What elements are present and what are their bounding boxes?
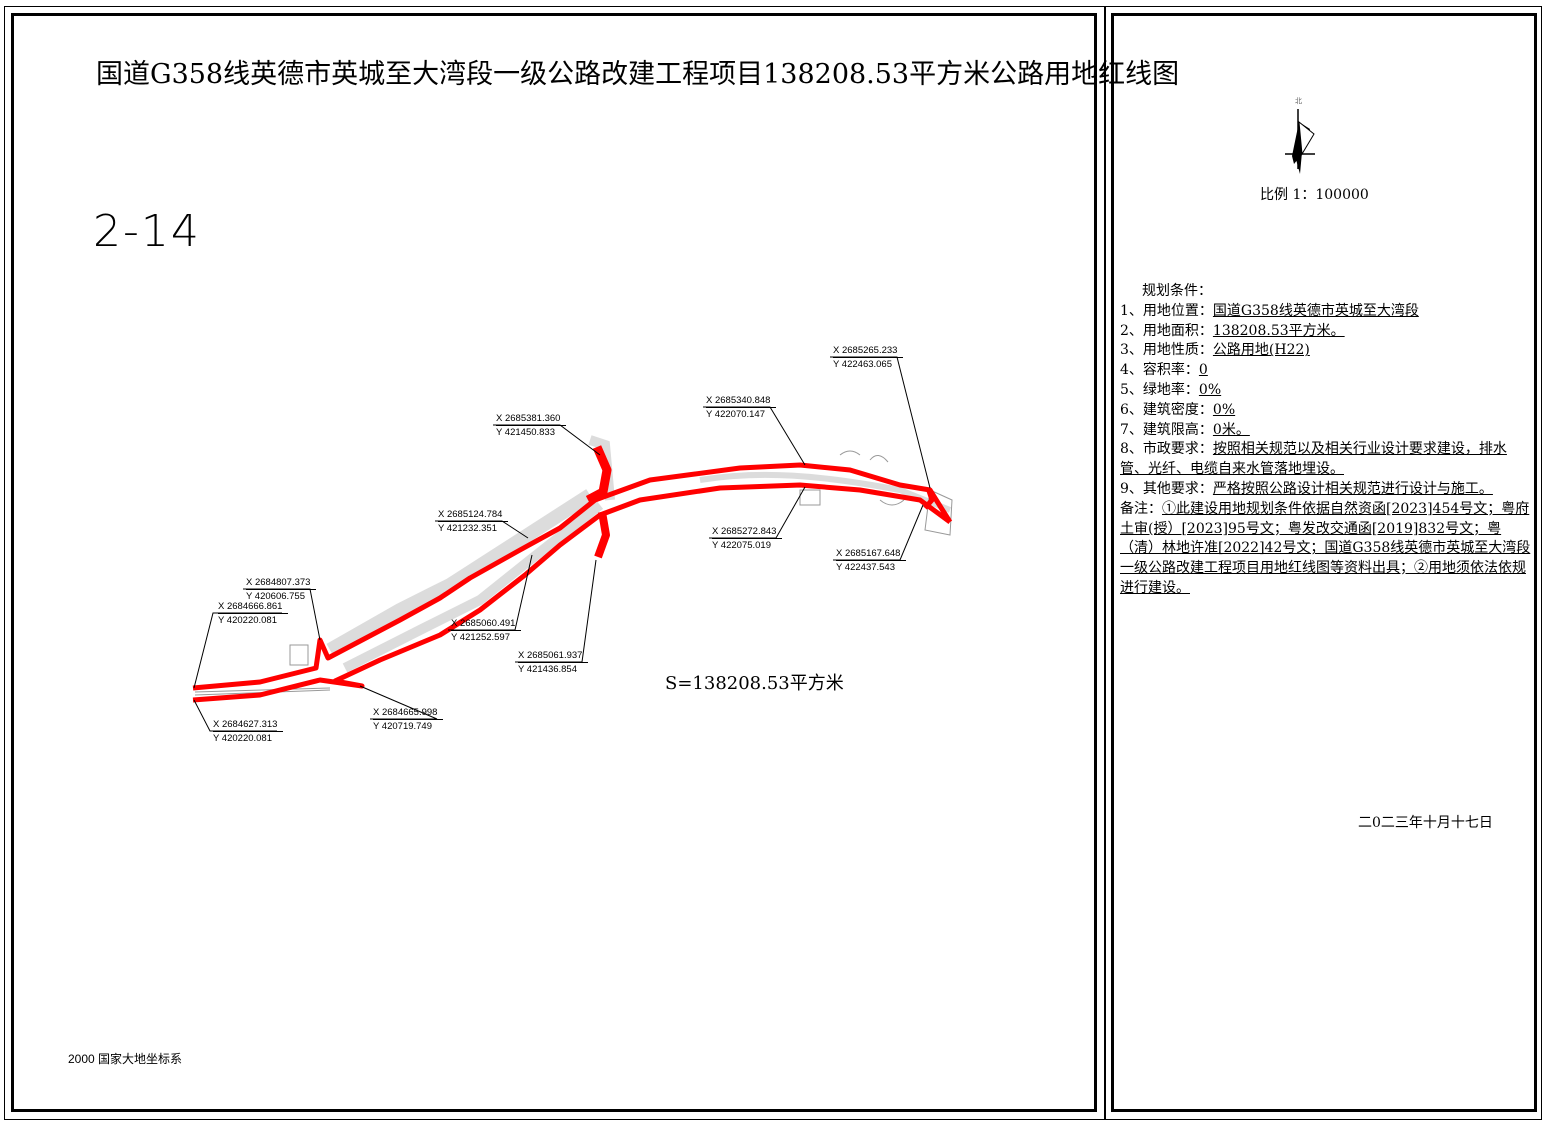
condition-item: 3、用地性质：公路用地(H22) [1120,342,1310,359]
condition-item: 1、用地位置：国道G358线英德市英城至大湾段 [1120,302,1419,319]
conditions-heading: 规划条件： [1142,283,1212,299]
north-arrow-icon [1285,109,1315,174]
condition-item: 8、市政要求：按照相关规范以及相关行业设计要求建设，排水管、光纤、电缆自来水管落… [1120,441,1507,478]
condition-item: 6、建筑密度：0% [1120,401,1236,418]
condition-item: 5、绿地率：0% [1120,381,1222,398]
north-label: 北 [1295,97,1302,105]
drawing-title: 国道G358线英德市英城至大湾段一级公路改建工程项目138208.53平方米公路… [96,59,1180,90]
coordinate-system: 2000 国家大地坐标系 [68,1052,183,1066]
planning-conditions: 规划条件： 1、用地位置：国道G358线英德市英城至大湾段 2、用地面积：138… [1120,282,1532,599]
condition-item: 2、用地面积：138208.53平方米。 [1120,322,1345,339]
area-label: S=138208.53平方米 [665,673,844,694]
terrain [194,435,953,696]
scale-label: 比例 1：100000 [1260,187,1369,203]
sheet-border [4,6,1542,1120]
redline-map [192,356,953,732]
divider [1104,6,1106,1120]
info-frame [1111,13,1537,1112]
issue-date: 二0二三年十月十七日 [1358,815,1493,831]
condition-item: 4、容积率：0 [1120,362,1208,379]
condition-item: 9、其他要求：严格按照公路设计相关规范进行设计与施工。 [1120,480,1493,497]
remarks: 备注：①此建设用地规划条件依据自然资函[2023]454号文；粤府土审(授）[2… [1120,500,1531,596]
map-frame [11,13,1097,1112]
condition-item: 7、建筑限高：0米。 [1120,421,1250,438]
red-boundary [192,445,953,703]
sheet-number: 2-14 [93,206,201,257]
